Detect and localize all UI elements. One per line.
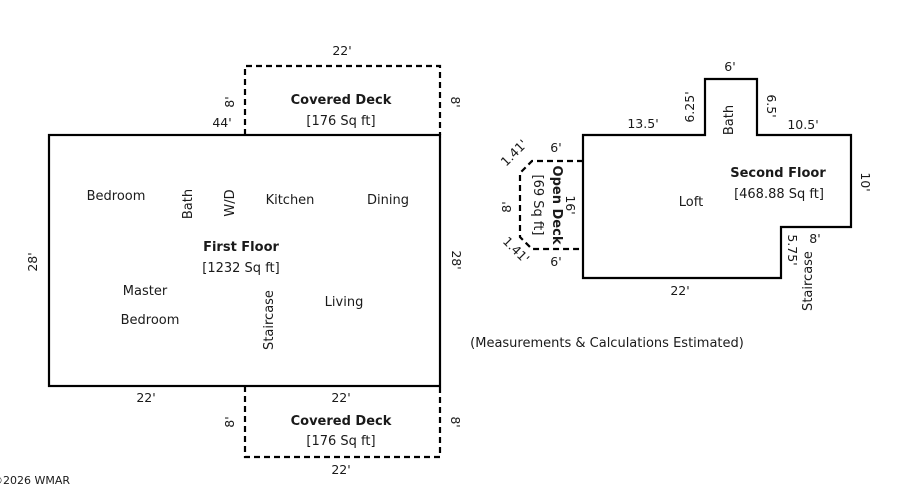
bottom-deck-title: Covered Deck — [291, 414, 392, 429]
open-deck-diag-top-dim: 1.41' — [497, 136, 530, 169]
first-floor-bottom-right-dim: 22' — [331, 390, 350, 405]
first-floor-top-dim: 44' — [212, 115, 231, 130]
room-wd: W/D — [223, 189, 238, 216]
room-master-bedroom: Bedroom — [121, 313, 180, 328]
first-floor-right-dim: 28' — [449, 250, 464, 269]
second-floor-step-side-dim: 5.75' — [785, 234, 800, 265]
bottom-covered-deck: 8' 8' Covered Deck [176 Sq ft] 22' — [222, 386, 463, 477]
room-dining: Dining — [367, 193, 409, 208]
room-master: Master — [123, 284, 168, 299]
bottom-deck-left-dim: 8' — [222, 416, 237, 427]
room-loft: Loft — [679, 195, 703, 210]
top-deck-right-dim: 8' — [448, 96, 463, 107]
second-floor-title: Second Floor — [730, 166, 826, 181]
open-deck-diag-bottom-dim: 1.41' — [500, 233, 533, 266]
second-floor-area: [468.88 Sq ft] — [734, 187, 824, 202]
second-floor-bath: Bath — [722, 105, 737, 135]
first-floor: 44' 28' 28' 22' 22' Bedroom Bath W/D Kit… — [25, 115, 464, 405]
room-living: Living — [325, 295, 364, 310]
top-deck-outline — [243, 64, 442, 135]
open-deck: Open Deck [69 Sq ft] 16' 8' 1.41' 1.41' — [497, 136, 583, 266]
bottom-deck-right-dim: 8' — [448, 416, 463, 427]
top-deck-title: Covered Deck — [291, 93, 392, 108]
open-deck-area: [69 Sq ft] — [530, 175, 545, 236]
second-floor-bath-right-dim: 6.5' — [764, 94, 779, 117]
first-floor-area: [1232 Sq ft] — [202, 261, 279, 276]
second-floor-step-top-dim: 8' — [809, 231, 820, 246]
second-floor-bottom-dim: 22' — [670, 283, 689, 298]
first-floor-title: First Floor — [203, 240, 279, 255]
top-deck-left-dim: 8' — [222, 96, 237, 107]
second-floor-top-left-dim: 13.5' — [627, 116, 658, 131]
room-staircase: Staircase — [262, 290, 277, 350]
top-deck-top-dim: 22' — [332, 43, 351, 58]
second-floor-bath-left-dim: 6.25' — [682, 91, 697, 122]
first-floor-bottom-left-dim: 22' — [136, 390, 155, 405]
top-covered-deck: 22' 8' 8' Covered Deck [176 Sq ft] — [222, 43, 463, 135]
room-kitchen: Kitchen — [266, 193, 315, 208]
room-bedroom: Bedroom — [87, 189, 146, 204]
room-bath: Bath — [181, 189, 196, 219]
bottom-deck-area: [176 Sq ft] — [306, 434, 375, 449]
estimate-note: (Measurements & Calculations Estimated) — [470, 336, 744, 351]
second-floor-top-right-dim: 10.5' — [787, 117, 818, 132]
open-deck-left-dim: 8' — [499, 201, 514, 212]
second-floor-outline — [581, 77, 853, 280]
open-deck-side-dim: 16' — [563, 195, 578, 214]
copyright: ©2026 WMAR — [0, 474, 70, 487]
open-deck-title: Open Deck — [549, 166, 564, 245]
second-floor-staircase: Staircase — [801, 251, 816, 311]
second-floor-bath-top-dim: 6' — [724, 59, 735, 74]
open-deck-outline — [518, 159, 583, 251]
bottom-deck-bottom-dim: 22' — [331, 462, 350, 477]
second-floor-deck-bottom-dim: 6' — [550, 254, 561, 269]
top-deck-area: [176 Sq ft] — [306, 114, 375, 129]
second-floor-deck-top-dim: 6' — [550, 140, 561, 155]
second-floor-right-dim: 10' — [858, 172, 873, 191]
second-floor: 13.5' 6.25' 6' 6.5' 10.5' 10' 8' 5.75' S… — [550, 59, 873, 311]
first-floor-left-dim: 28' — [25, 252, 40, 271]
bottom-deck-outline — [243, 386, 442, 459]
